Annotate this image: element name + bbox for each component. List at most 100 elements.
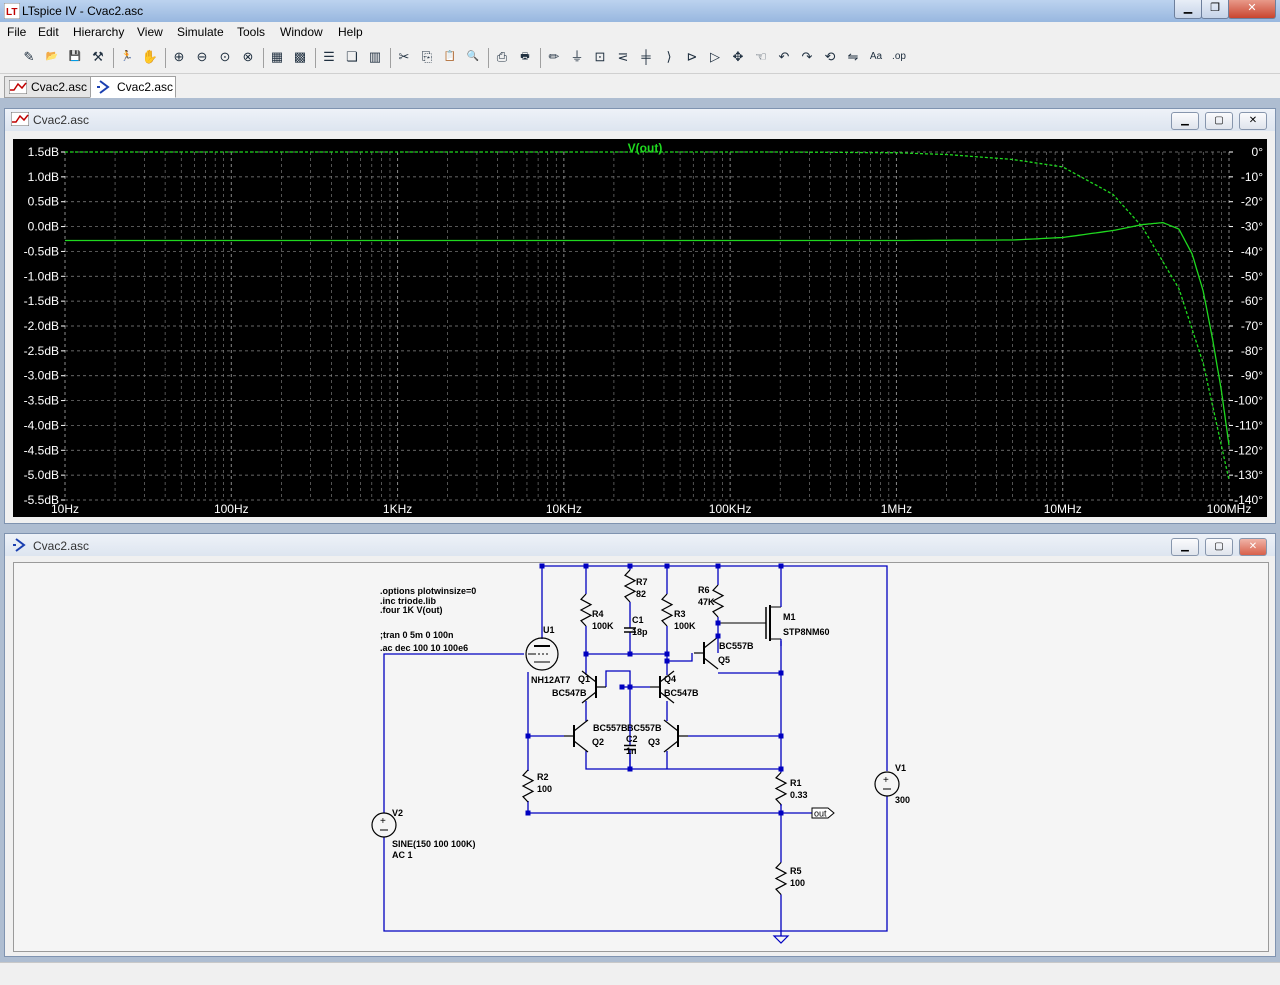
y-left-tick-label: -1.5dB	[24, 294, 59, 308]
source-circle	[874, 771, 900, 797]
resistor-r4[interactable]	[579, 593, 593, 627]
resistor-r7[interactable]	[623, 569, 637, 603]
tab-label: Cvac2.asc	[31, 80, 88, 94]
redo-icon[interactable]: ↷	[801, 49, 813, 64]
menu-view[interactable]: View	[137, 25, 163, 39]
schematic-window[interactable]: Cvac2.asc ▁ ▢ ✕ .options plotwinsize=0.i…	[4, 533, 1276, 957]
control-panel-icon[interactable]: ⚒	[92, 49, 104, 64]
close-button[interactable]: ✕	[1228, 0, 1276, 19]
resistor-r5[interactable]	[774, 862, 788, 895]
label-net-icon[interactable]: ⊡	[594, 49, 606, 64]
transistor-q1[interactable]	[581, 670, 606, 704]
junction-dot	[583, 651, 589, 657]
y-right-tick-label: 0°	[1252, 145, 1264, 159]
component-icon[interactable]: ▷	[710, 49, 720, 64]
grid-icon[interactable]: ▩	[293, 49, 307, 64]
print-icon[interactable]: 🖶	[520, 51, 530, 62]
text-icon[interactable]: Aa	[869, 51, 883, 62]
diode-icon[interactable]: ⊳	[686, 49, 698, 64]
undo-icon[interactable]: ↶	[778, 49, 790, 64]
schematic-maximize-button[interactable]: ▢	[1205, 538, 1233, 556]
rotate-icon[interactable]: ⟲	[824, 49, 836, 64]
toolbar-separator	[263, 48, 264, 68]
net-label-out[interactable]: out	[811, 807, 835, 819]
voltage-source-v2[interactable]: +	[371, 812, 397, 838]
transistor-q3[interactable]	[663, 719, 688, 753]
waveform-minimize-button[interactable]: ▁	[1171, 112, 1199, 130]
bode-plot[interactable]: 1.5dB1.0dB0.5dB0.0dB-0.5dB-1.0dB-1.5dB-2…	[13, 139, 1267, 517]
new-schematic-icon[interactable]: ✎	[23, 49, 35, 64]
capacitor-c2[interactable]	[624, 744, 636, 751]
copy-icon[interactable]: ⎘	[421, 49, 433, 64]
menu-file[interactable]: File	[7, 25, 27, 39]
toolbar-separator	[315, 48, 316, 68]
cascade-icon[interactable]: ❏	[346, 49, 358, 64]
menu-simulate[interactable]: Simulate	[177, 25, 224, 39]
restore-button[interactable]: ❐	[1201, 0, 1229, 19]
transistor-q5[interactable]	[694, 636, 719, 670]
menu-help[interactable]: Help	[338, 25, 363, 39]
spice-directive-icon[interactable]: .op	[892, 51, 906, 62]
pan-icon[interactable]: ✋	[141, 49, 159, 64]
tab-waveform[interactable]: Cvac2.asc	[4, 76, 92, 98]
value-r5: 100	[790, 878, 805, 888]
mosfet-m1[interactable]	[718, 605, 781, 641]
menu-edit[interactable]: Edit	[38, 25, 59, 39]
junction-dot	[525, 810, 531, 816]
open-icon[interactable]: 📂	[45, 51, 59, 62]
ground-icon[interactable]: ⏚	[570, 49, 584, 64]
menu-window[interactable]: Window	[280, 25, 323, 39]
capacitor-c1[interactable]	[624, 627, 636, 633]
cut-icon[interactable]: ✂	[398, 49, 410, 64]
zoom-cancel-icon[interactable]: ⊗	[242, 49, 254, 64]
resistor-icon[interactable]: ⋜	[617, 49, 629, 64]
save-icon[interactable]: 💾	[68, 51, 82, 62]
resistor-r3[interactable]	[660, 593, 674, 627]
inductor-icon[interactable]: ⟩	[666, 49, 672, 64]
menu-tools[interactable]: Tools	[237, 25, 266, 39]
paste-icon[interactable]: 📋	[443, 51, 457, 62]
refdes-r5: R5	[790, 866, 802, 876]
waveform-close-button[interactable]: ✕	[1239, 112, 1267, 130]
transistor-collector	[663, 719, 679, 732]
autorange-icon[interactable]: ▦	[270, 49, 284, 64]
tile-horizontal-icon[interactable]: ☰	[323, 49, 335, 64]
refdes-q4: Q4	[664, 674, 676, 684]
resistor-r1[interactable]	[774, 772, 788, 805]
junction-dot	[664, 658, 670, 664]
plus-sign: +	[380, 816, 386, 827]
junction-dot	[778, 733, 784, 739]
print-setup-icon[interactable]: ⎙	[496, 49, 508, 64]
tube-envelope	[525, 637, 559, 671]
find-icon[interactable]: 🔍	[466, 51, 480, 62]
resistor-r6[interactable]	[711, 584, 725, 618]
menu-hierarchy[interactable]: Hierarchy	[73, 25, 125, 39]
mirror-icon[interactable]: ⇋	[847, 49, 859, 64]
capacitor-icon[interactable]: ╪	[641, 49, 651, 64]
zoom-out-icon[interactable]: ⊖	[196, 49, 208, 64]
schematic-minimize-button[interactable]: ▁	[1171, 538, 1199, 556]
wire-icon[interactable]: ✏	[548, 49, 560, 64]
y-left-tick-label: -0.5dB	[24, 244, 59, 258]
drag-icon[interactable]: ☜	[755, 49, 767, 64]
triode-u1[interactable]	[525, 637, 559, 671]
schematic-close-button[interactable]: ✕	[1239, 538, 1267, 556]
zoom-in-icon[interactable]: ⊕	[173, 49, 185, 64]
move-icon[interactable]: ✥	[732, 49, 744, 64]
transistor-q2[interactable]	[564, 719, 589, 753]
tile-vertical-icon[interactable]: ▥	[368, 49, 382, 64]
transistor-q4[interactable]	[650, 670, 675, 704]
waveform-maximize-button[interactable]: ▢	[1205, 112, 1233, 130]
tab-schematic[interactable]: Cvac2.asc	[90, 76, 176, 98]
junction-dot	[525, 733, 531, 739]
junction-dot	[715, 633, 721, 639]
voltage-source-v1[interactable]: +	[874, 771, 900, 797]
minimize-button[interactable]: ▁	[1174, 0, 1202, 19]
schematic-drawing[interactable]: .options plotwinsize=0.inc triode.lib.fo…	[14, 563, 1268, 951]
resistor-r2[interactable]	[521, 769, 535, 803]
zoom-fit-icon[interactable]: ⊙	[219, 49, 231, 64]
run-icon[interactable]: 🏃	[120, 51, 134, 62]
schematic-canvas[interactable]: .options plotwinsize=0.inc triode.lib.fo…	[13, 562, 1269, 952]
